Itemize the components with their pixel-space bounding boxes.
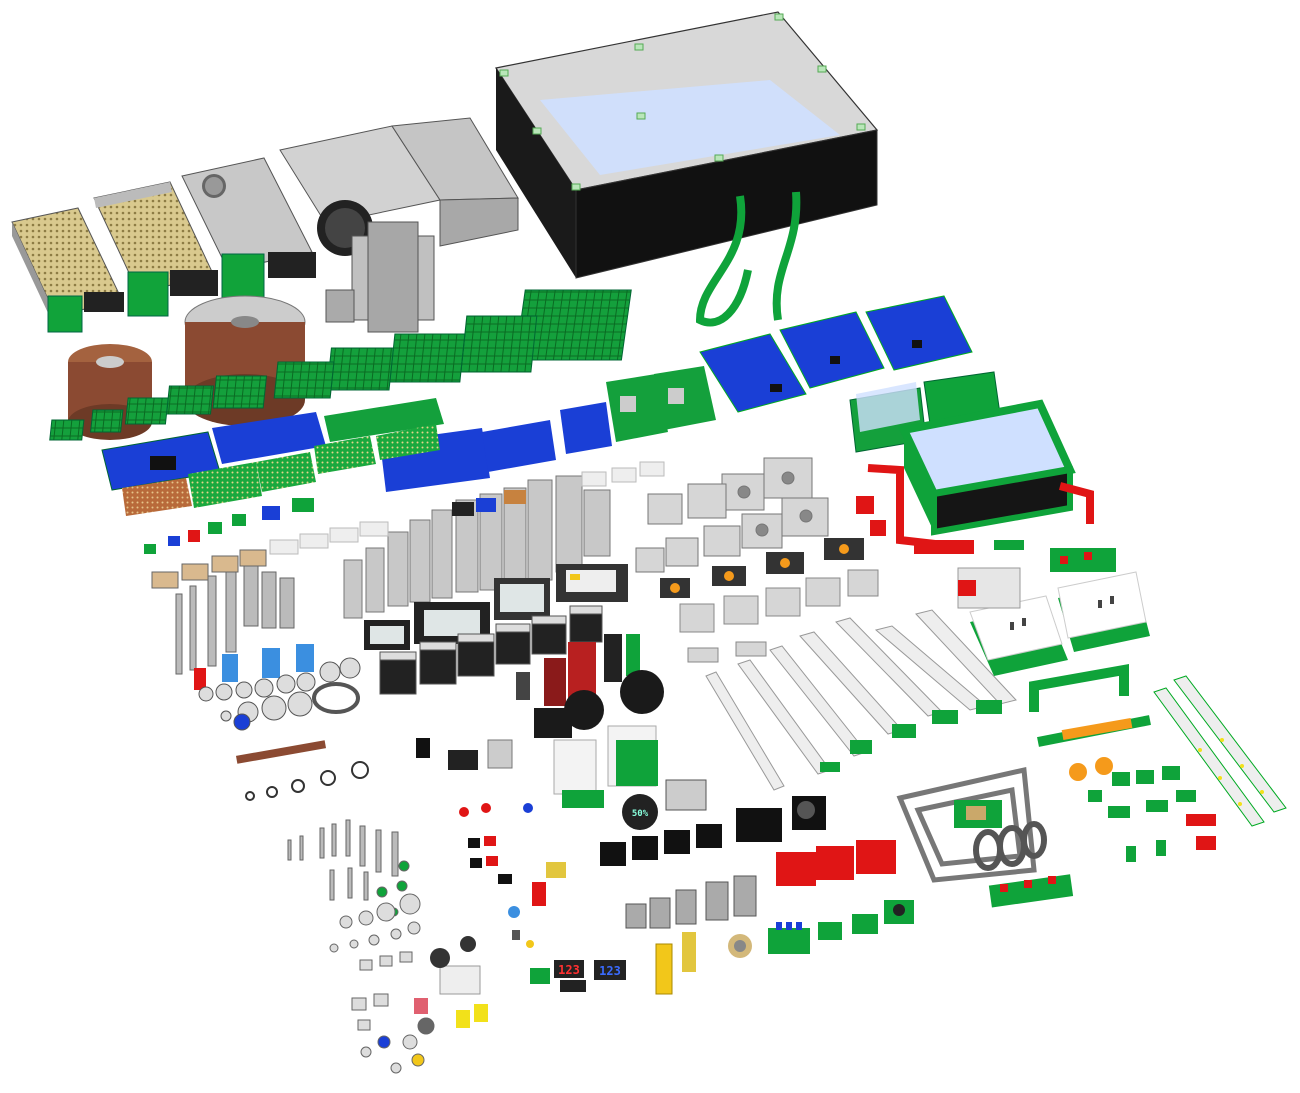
wall-sockets <box>969 571 1150 676</box>
power-supply-4 <box>279 117 519 256</box>
linear-rails <box>705 609 1017 791</box>
single-board-computers <box>606 366 716 442</box>
d-sub-connectors <box>625 875 757 929</box>
breakout-boards <box>655 900 914 995</box>
curved-brackets <box>695 191 801 327</box>
spacer-blocks <box>269 461 665 555</box>
shaft-couplers-blue <box>194 644 314 690</box>
transformer <box>325 221 435 333</box>
mounting-clips <box>957 548 1216 826</box>
round-display-readout: 50% <box>632 809 649 819</box>
project-enclosure-small <box>849 371 1001 453</box>
shaft-supports <box>679 569 879 663</box>
handle-grip <box>1061 717 1133 741</box>
seg-display-blue: 123 <box>599 964 621 978</box>
power-supply-3 <box>181 157 316 305</box>
aluminium-extrusions <box>343 475 611 619</box>
washers-and-nuts <box>329 893 435 1074</box>
power-supply-1 <box>11 207 124 333</box>
blower-fans <box>534 670 664 738</box>
led-strips <box>1153 675 1287 827</box>
small-components <box>144 490 1216 862</box>
retaining-rings <box>245 761 369 801</box>
linear-bearing-blocks <box>635 457 829 573</box>
pulley-rings <box>973 821 1047 871</box>
hotend-parts <box>414 882 546 1028</box>
seg-display-red: 123 <box>558 963 580 977</box>
switches-and-buttons <box>416 738 566 884</box>
stepper-motors <box>379 605 603 695</box>
controller-boards <box>101 398 612 516</box>
glass-enclosure-box <box>495 11 879 279</box>
driver-boards <box>699 295 973 413</box>
power-supply-2 <box>93 181 218 317</box>
cooling-fans-row <box>49 289 632 441</box>
brushless-motor-small <box>68 344 152 440</box>
ball-bearings <box>198 657 361 731</box>
cable-chain <box>988 874 1074 908</box>
relay-modules <box>553 725 658 808</box>
lead-screws-and-couplers <box>151 549 295 675</box>
project-enclosure-large <box>867 399 1094 552</box>
copper-rod <box>235 740 327 764</box>
belt-tensioner-board <box>954 800 1002 828</box>
pillow-block-bearings <box>660 538 864 598</box>
panel-mounts: 50% <box>600 779 896 886</box>
screws-grid <box>287 819 410 917</box>
seven-segment-displays: 123 123 <box>530 960 626 992</box>
